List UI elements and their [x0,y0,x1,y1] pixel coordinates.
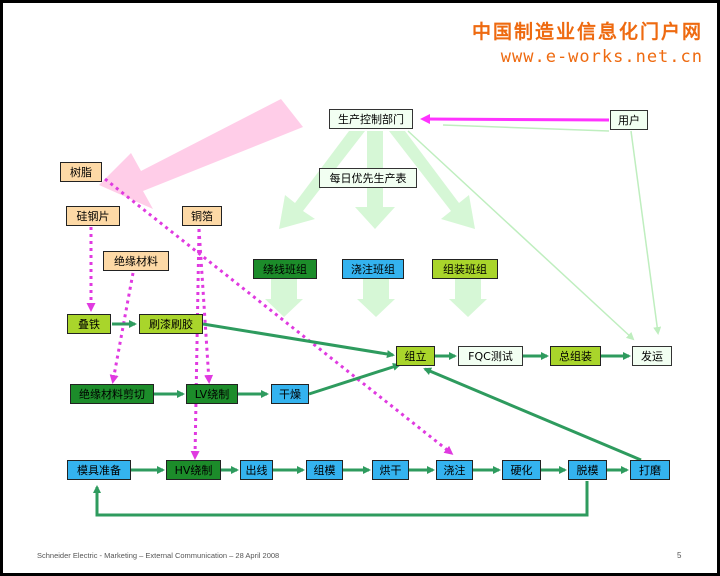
watermark-url: www.e-works.net.cn [500,47,703,67]
node-final-assembly: 总组装 [550,346,601,366]
node-mold-prep: 模具准备 [67,460,131,480]
node-pouring: 浇注 [436,460,473,480]
process-flow [93,320,642,517]
node-take-out: 出线 [240,460,273,480]
page-number: 5 [677,551,682,560]
node-silicon-steel: 硅钢片 [66,206,120,226]
node-grinding: 打磨 [630,460,670,480]
node-insulation: 绝缘材料 [103,251,169,271]
node-casting-team: 浇注班组 [342,259,404,279]
watermark-title: 中国制造业信息化门户网 [471,21,703,43]
node-oven-dry: 烘干 [372,460,409,480]
node-assembly-team: 组装班组 [432,259,498,279]
slide: 中国制造业信息化门户网 www.e-works.net.cn 生产控制部门 用户… [3,3,717,573]
node-copper-foil: 铜箔 [182,206,222,226]
flow-arrows [86,99,662,517]
node-production-control: 生产控制部门 [329,109,413,129]
schedule-arrows [265,131,487,317]
node-winding-team: 绕线班组 [253,259,317,279]
node-daily-plan: 每日优先生产表 [319,168,417,188]
node-demolding: 脱模 [568,460,607,480]
node-hv-winding: HV绕制 [166,460,221,480]
order-arrow [420,114,610,125]
pull-signal-arrow [99,99,303,209]
node-sub-assembly: 组立 [396,346,435,366]
node-lv-winding: LV绕制 [186,384,238,404]
footer-text: Schneider Electric - Marketing – Externa… [37,551,280,560]
node-fqc-test: FQC测试 [458,346,523,366]
node-curing: 硬化 [502,460,541,480]
node-mold-assembly: 组模 [306,460,343,480]
info-lines [407,124,662,341]
node-user: 用户 [610,110,648,130]
node-resin: 树脂 [60,162,102,182]
node-insulation-cutting: 绝缘材料剪切 [70,384,154,404]
node-stacking: 叠铁 [67,314,111,334]
material-arrows [86,177,454,460]
node-shipping: 发运 [632,346,672,366]
node-drying: 干燥 [271,384,309,404]
node-painting: 刷漆刷胶 [139,314,203,334]
